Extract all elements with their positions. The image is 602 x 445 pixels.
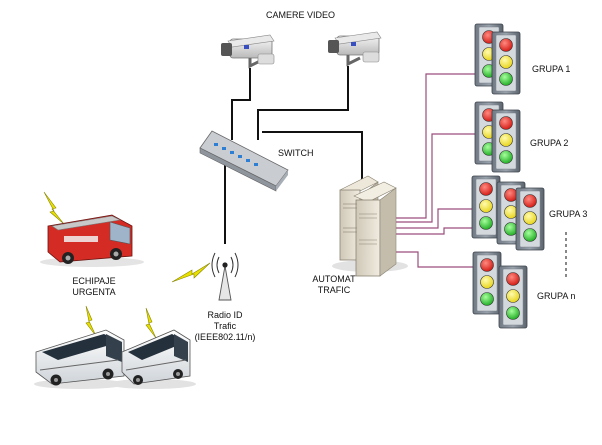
lightning-bolt-bus2 <box>145 307 157 339</box>
group-3-label: GRUPA 3 <box>549 209 588 219</box>
cable-groupn <box>396 251 473 268</box>
cable-group3 <box>396 208 472 229</box>
cable-camera2-switch <box>257 66 349 140</box>
group-n-traffic-light-1-icon <box>472 251 502 315</box>
group-n-traffic-light-2-icon <box>498 265 528 329</box>
lightning-bolt-bus1 <box>85 305 97 337</box>
camera-2-icon <box>328 31 382 67</box>
switch-icon <box>199 130 289 192</box>
radio-label-line2: Trafic <box>213 321 237 331</box>
automat-label: AUTOMAT TRAFIC <box>306 274 362 296</box>
group-3-traffic-light-3-icon <box>515 187 545 251</box>
lightning-bolt-radio <box>171 262 211 283</box>
traffic-light-groups <box>471 23 545 329</box>
cable-camera1-switch <box>231 68 251 140</box>
magenta-cables <box>396 73 476 268</box>
automat-label-line2: TRAFIC <box>317 285 351 295</box>
fire-truck-icon <box>40 214 144 267</box>
camera-1-icon <box>221 34 275 69</box>
radio-label-line1: Radio ID <box>207 310 243 320</box>
bus-1-icon <box>34 329 126 389</box>
cameras-label: CAMERE VIDEO <box>266 10 336 20</box>
cable-group2 <box>396 133 476 223</box>
group-n-label: GRUPA n <box>537 291 576 301</box>
automat-server-icon <box>332 175 408 277</box>
cable-group1 <box>396 73 476 219</box>
emergency-label-line1: ECHIPAJE <box>72 276 116 286</box>
cable-group3b <box>396 227 472 235</box>
black-cables <box>224 66 363 244</box>
radio-antenna-icon <box>211 252 239 301</box>
emergency-label: ECHIPAJE URGENTA <box>62 276 126 298</box>
group-1-label: GRUPA 1 <box>532 64 571 74</box>
cable-switch-automat <box>262 131 363 182</box>
radio-label: Radio ID Trafic (IEEE802.11/n) <box>190 310 260 343</box>
automat-label-line1: AUTOMAT <box>312 274 356 284</box>
group-3-traffic-light-1-icon <box>471 175 501 239</box>
bus-2-icon <box>108 329 196 389</box>
switch-label: SWITCH <box>278 148 314 158</box>
group-1-traffic-light-2-icon <box>491 31 521 95</box>
group-2-traffic-light-2-icon <box>491 109 521 173</box>
lightning-bolt-firetruck <box>43 191 65 225</box>
group-2-label: GRUPA 2 <box>530 138 569 148</box>
radio-label-line3: (IEEE802.11/n) <box>194 332 256 342</box>
emergency-label-line2: URGENTA <box>72 287 116 297</box>
